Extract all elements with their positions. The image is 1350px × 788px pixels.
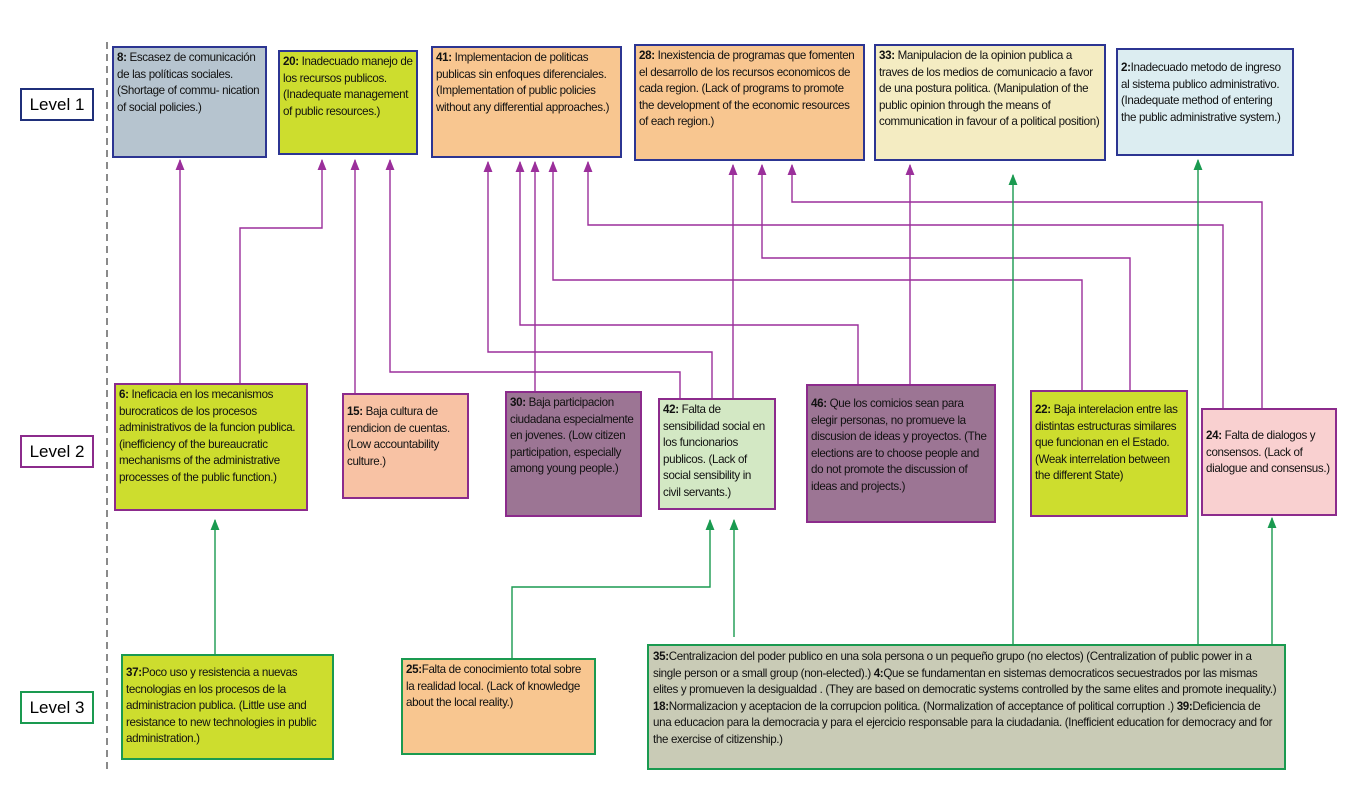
level-3-label: Level 3 (20, 691, 94, 724)
node-25: 25:Falta de conocimiento total sobre la … (401, 658, 596, 755)
node-20: 20: Inadecuado manejo de los recursos pu… (278, 50, 418, 155)
node-2: 2:Inadecuado metodo de ingreso al sistem… (1116, 48, 1294, 156)
node-42: 42: Falta de sensibilidad social en los … (658, 398, 776, 510)
edge-42-to-41 (483, 160, 713, 398)
node-22: 22: Baja interelacion entre las distinta… (1030, 390, 1188, 517)
edge-6-to-20 (239, 158, 327, 388)
level-2-label: Level 2 (20, 435, 94, 468)
node-33: 33: Manipulacion de la opinion publica a… (874, 44, 1106, 161)
node-28: 28: Inexistencia de programas que foment… (634, 44, 865, 161)
edge-46-to-41 (515, 160, 859, 384)
node-46: 46: Que los comicios sean para elegir pe… (806, 384, 996, 523)
node-41: 41: Implementacion de politicas publicas… (431, 46, 622, 158)
edge-22-to-41 (548, 160, 1083, 390)
edge-25-to-42 (511, 518, 715, 658)
level-1-label: Level 1 (20, 88, 94, 121)
node-8: 8: Escasez de comunicación de las políti… (112, 46, 267, 158)
node-15: 15: Baja cultura de rendicion de cuentas… (342, 393, 469, 499)
node-6: 6: Ineficacia en los mecanismos burocrat… (114, 383, 308, 511)
node-35-4-18-39: 35:Centralizacion del poder publico en u… (647, 644, 1286, 770)
edge-24-to-41 (583, 160, 1224, 408)
node-30: 30: Baja participacion ciudadana especia… (505, 391, 642, 517)
node-24: 24: Falta de dialogos y consensos. (Lack… (1201, 408, 1337, 516)
edge-24-to-28 (787, 163, 1263, 408)
node-37: 37:Poco uso y resistencia a nuevas tecno… (121, 654, 334, 760)
edge-22-to-28 (757, 163, 1131, 390)
